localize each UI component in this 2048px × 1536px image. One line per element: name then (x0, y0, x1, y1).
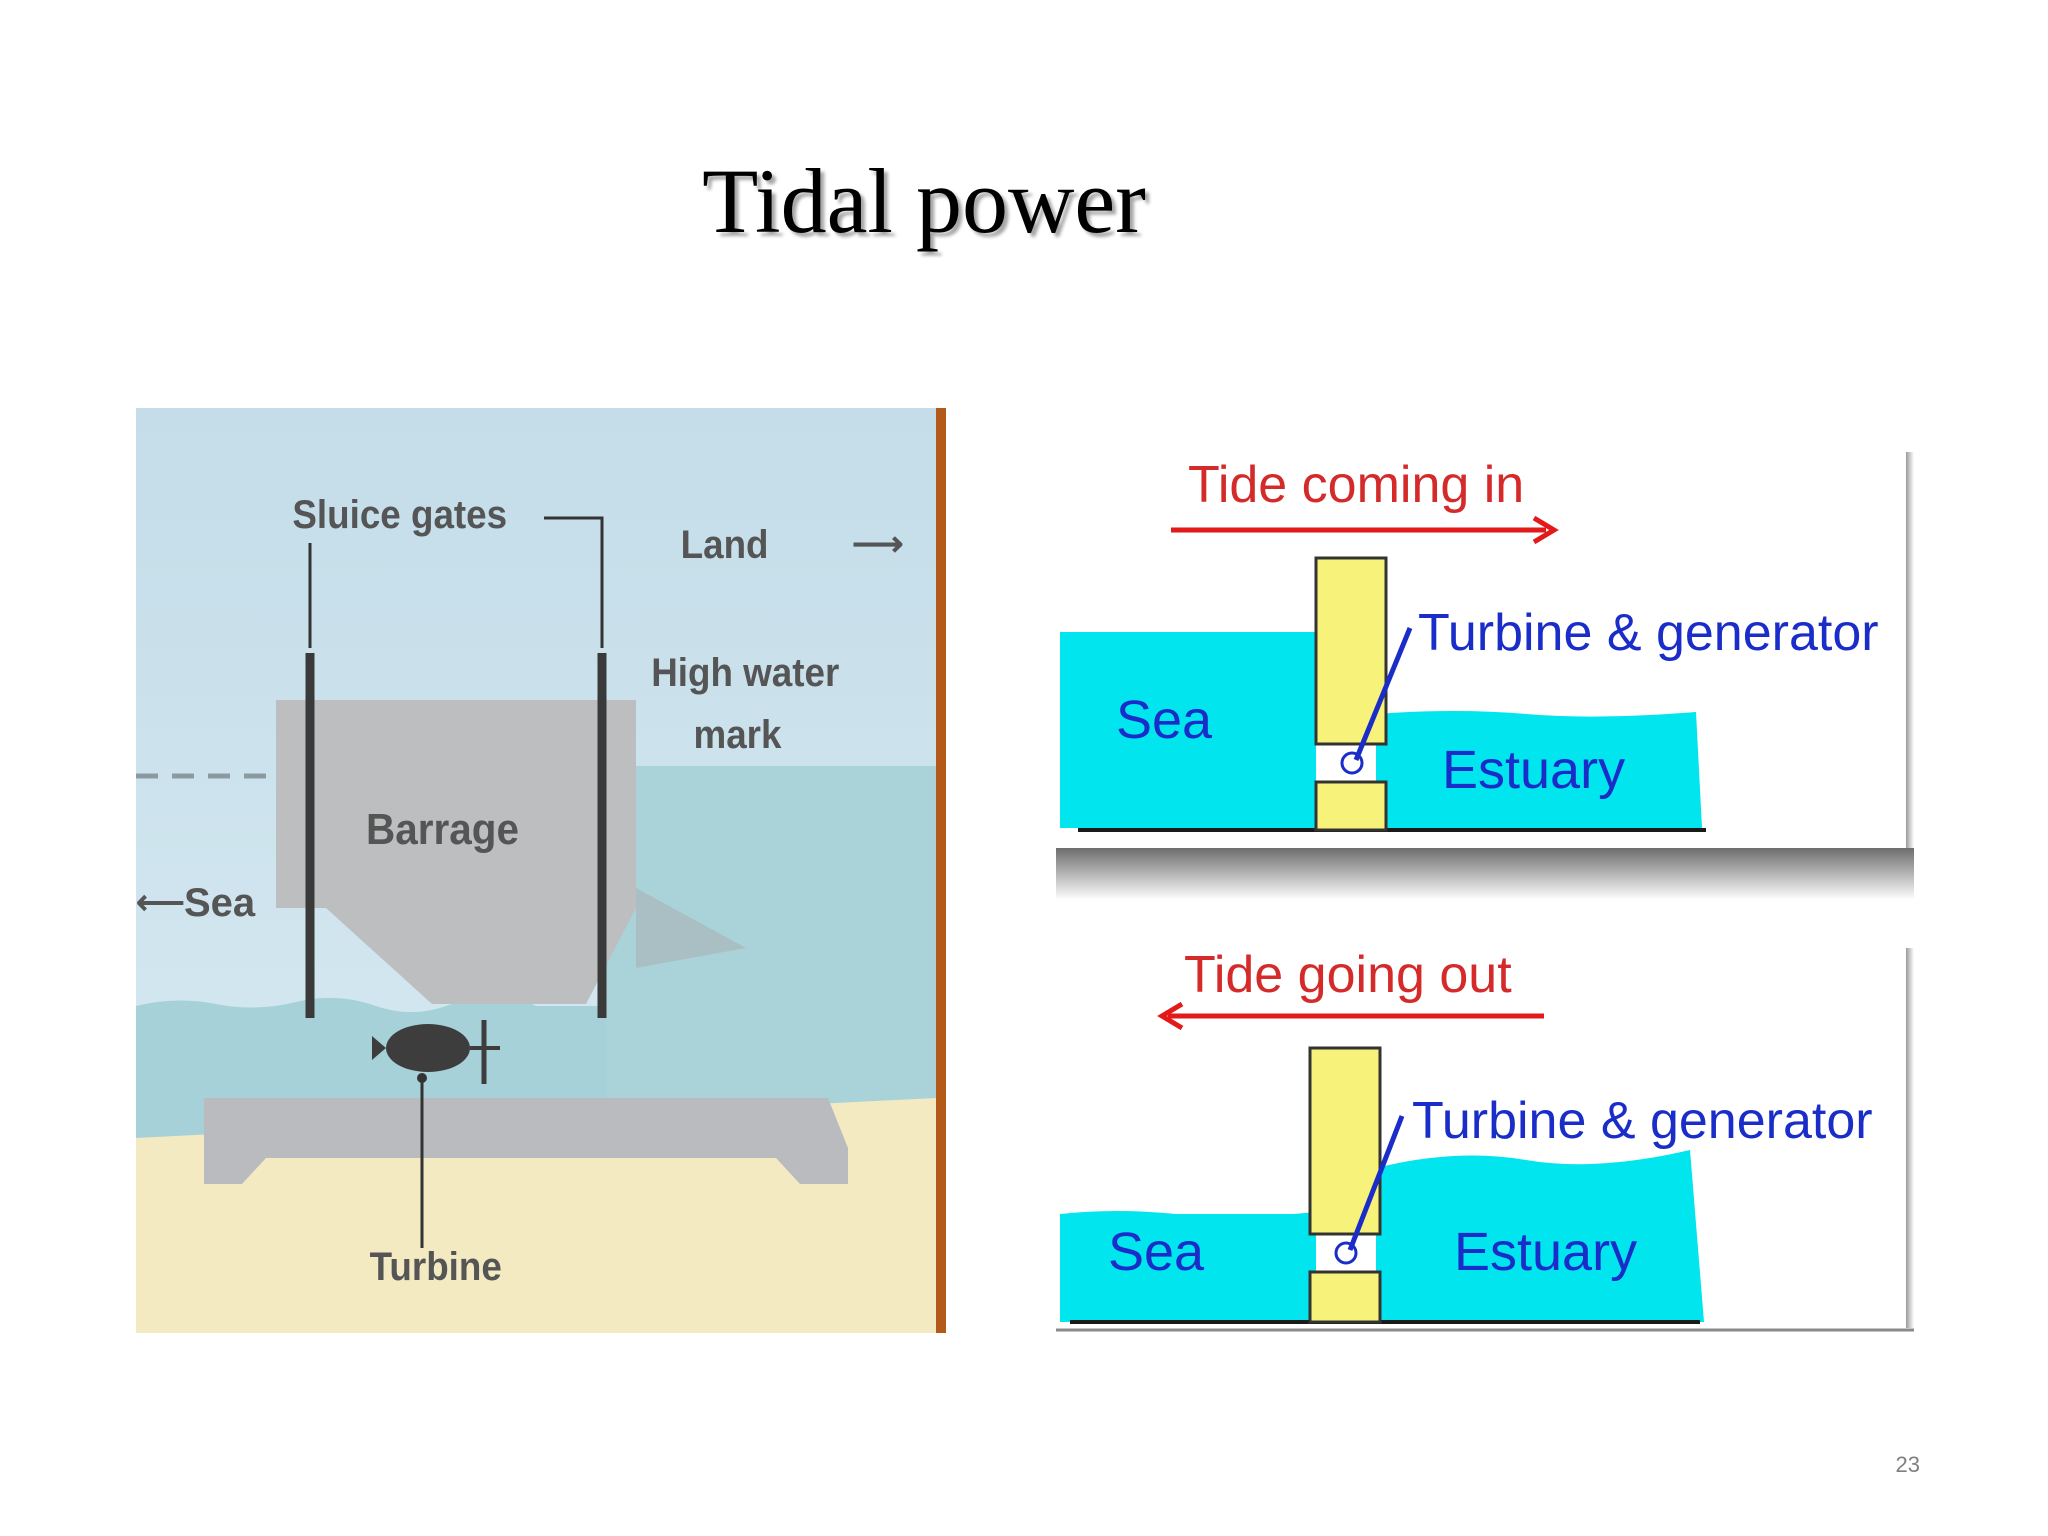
turbine-out-icon (1334, 1241, 1358, 1265)
estuary-in-label: Estuary (1442, 740, 1625, 800)
turbine-generator-out-label: Turbine & generator (1412, 1092, 1873, 1150)
sea-arrow-icon: ⟵ (136, 884, 185, 922)
barrage-wing (636, 888, 746, 968)
land-label: Land (681, 523, 769, 568)
turbine-label: Turbine (370, 1245, 502, 1290)
sea-water-out (1060, 1214, 1316, 1322)
page-number: 23 (1895, 1452, 1920, 1477)
sea-out-label: Sea (1108, 1222, 1205, 1282)
turbine-in-icon (1340, 751, 1364, 775)
barrage-body (276, 700, 636, 1004)
estuary-out-label: Estuary (1454, 1222, 1637, 1282)
high-water-label-line1: High water (651, 651, 839, 696)
land-arrow-icon: ⟶ (852, 523, 904, 564)
estuary-water-out (1376, 1150, 1704, 1322)
sea-in-label: Sea (1116, 690, 1213, 750)
turbine-icon (386, 1024, 470, 1072)
dam-lower-out (1308, 1270, 1382, 1324)
high-water-label-line2: mark (694, 713, 783, 758)
slide-title: Tidal power (702, 150, 1146, 252)
barrage-label: Barrage (366, 804, 519, 853)
dam-upper-out (1308, 1046, 1382, 1236)
tide-out-label: Tide going out (1184, 946, 1512, 1004)
sluice-gates-label: Sluice gates (292, 493, 507, 538)
estuary-water-in (1376, 711, 1702, 828)
tide-diagram: Tide coming in Turbine & generator Sea E… (1056, 452, 1914, 1332)
dam-lower-in (1314, 780, 1388, 832)
tide-in-panel: Tide coming in Turbine & generator Sea E… (1056, 452, 1914, 900)
dam-upper-in (1314, 556, 1388, 746)
tide-out-panel: Tide going out Turbine & generator Sea E… (1056, 946, 1914, 1332)
frame-border (936, 408, 946, 1333)
barrage-foundation (204, 1098, 848, 1184)
turbine-generator-in-label: Turbine & generator (1418, 604, 1879, 662)
barrage-diagram: Sluice gates Land ⟶ High water mark Barr… (136, 408, 946, 1333)
sea-label: Sea (184, 881, 256, 925)
tide-in-label: Tide coming in (1188, 456, 1524, 514)
